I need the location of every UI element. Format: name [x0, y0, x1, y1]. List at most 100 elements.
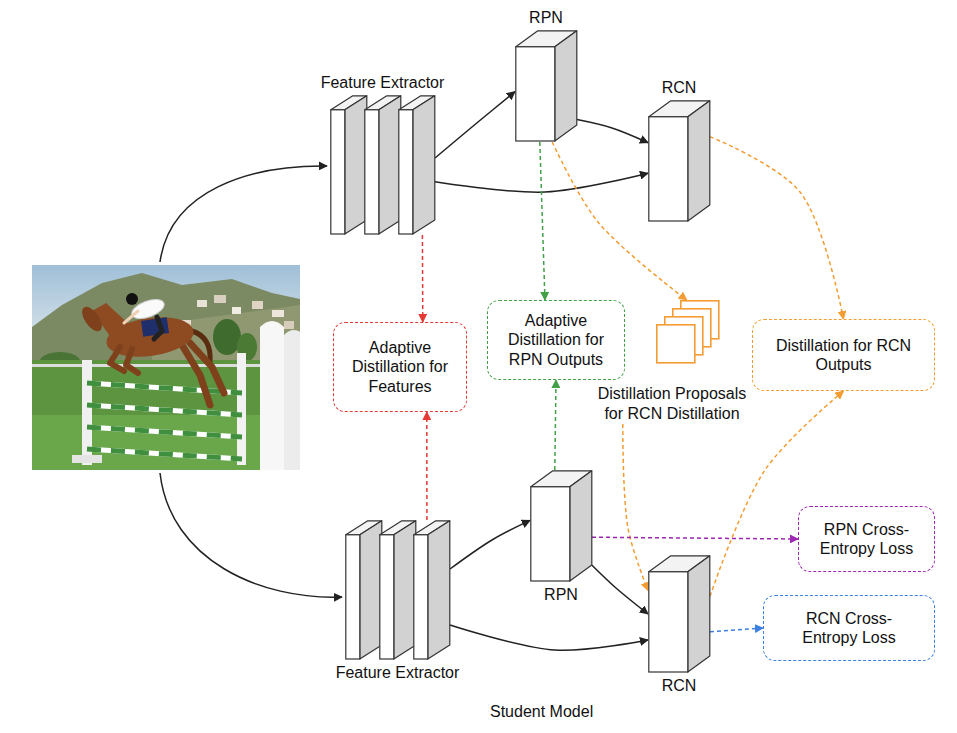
photo-tree	[213, 319, 241, 355]
photo-horse-head	[78, 304, 106, 335]
photo-house	[284, 321, 294, 329]
node-label: Feature Extractor	[321, 73, 445, 92]
block-side-face	[428, 521, 450, 659]
connector-arrow	[555, 380, 556, 470]
photo-house	[272, 310, 284, 317]
box-text: Adaptive Distillation for Features	[342, 338, 458, 396]
block-label: RCN	[662, 676, 697, 695]
photo-rider-leg	[154, 317, 162, 339]
node-label: Distillation Proposals for RCN Distillat…	[590, 384, 754, 424]
photo-illustration	[32, 265, 300, 470]
connector-arrow	[623, 424, 648, 590]
distillation-box: Adaptive Distillation for Features	[333, 322, 467, 412]
block-symbol	[530, 470, 592, 582]
node-label: Feature Extractor	[336, 663, 460, 682]
node-label: RCN	[662, 676, 697, 695]
photo-horse-leg	[110, 347, 124, 371]
connector-arrow	[577, 120, 648, 143]
node-label: RPN	[529, 8, 563, 27]
connector-arrow	[710, 628, 763, 632]
photo-grass	[32, 360, 300, 470]
proposal-square	[657, 325, 695, 363]
block-label: Feature Extractor	[321, 73, 445, 92]
photo-standard	[237, 353, 246, 465]
block-front-face	[365, 110, 379, 234]
block-front-face	[516, 47, 555, 141]
rpn-block: RPN	[530, 470, 592, 582]
distillation-box: Distillation for RCN Outputs	[752, 319, 935, 391]
feature-extractor: Feature Extractor	[330, 95, 435, 235]
distillation-box: Adaptive Distillation for RPN Outputs	[487, 300, 625, 380]
photo-house	[214, 295, 226, 303]
connector-arrow	[426, 412, 428, 520]
photo-rail	[87, 405, 242, 415]
connector-arrow	[435, 173, 648, 192]
proposal-stack-symbol	[656, 300, 720, 364]
connector-arrow	[450, 520, 530, 569]
block-front-face	[380, 535, 394, 659]
photo-grass	[32, 415, 300, 470]
loss-box: RCN Cross-Entropy Loss	[763, 595, 935, 661]
input-arrow	[160, 473, 342, 597]
block-front-face	[414, 535, 428, 659]
block-side-face	[345, 96, 367, 234]
connector-arrow	[540, 142, 545, 300]
box-text: RCN Cross-Entropy Loss	[784, 609, 914, 647]
photo-horse-leg	[126, 349, 138, 373]
connector-arrow	[592, 565, 648, 614]
node-label: RPN	[544, 585, 578, 604]
photo-rail	[87, 427, 242, 437]
block-label: RPN	[529, 8, 563, 27]
block-label: Feature Extractor	[336, 663, 460, 682]
block-side-face	[688, 556, 710, 672]
block-side-face	[360, 521, 382, 659]
block-symbol	[648, 100, 710, 222]
block-front-face	[331, 110, 345, 234]
block-side-face	[555, 31, 577, 141]
photo-saddle-pad	[141, 317, 169, 336]
rcn-block: RCN	[648, 555, 710, 673]
rpn-block: RPN	[515, 30, 577, 142]
photo-house	[252, 301, 263, 309]
photo-rail	[87, 449, 242, 459]
proposal-stack: Distillation Proposals for RCN Distillat…	[590, 300, 754, 424]
loss-box: RPN Cross-Entropy Loss	[798, 506, 935, 572]
connector-arrow	[592, 537, 798, 539]
photo-rail	[87, 427, 242, 437]
photo-wall	[284, 330, 300, 470]
connector-arrow	[450, 625, 648, 650]
photo-rail	[87, 405, 242, 415]
block-side-face	[570, 471, 592, 581]
block-side-face	[379, 96, 401, 234]
photo-fence	[32, 364, 300, 367]
block-side-face	[413, 96, 435, 234]
block-front-face	[399, 110, 413, 234]
photo-standard	[72, 455, 102, 463]
box-text: Distillation for RCN Outputs	[763, 336, 924, 374]
proposal-caption: Distillation Proposals for RCN Distillat…	[590, 384, 754, 424]
photo-rail	[87, 449, 242, 459]
block-side-face	[394, 521, 416, 659]
box-text: Adaptive Distillation for RPN Outputs	[496, 311, 616, 369]
photo-wall	[260, 321, 284, 470]
block-front-face	[649, 117, 688, 221]
block-symbol	[345, 520, 450, 660]
connector-arrow	[435, 92, 515, 158]
block-label: RPN	[544, 585, 578, 604]
input-arrow	[160, 166, 327, 262]
block-front-face	[531, 487, 570, 581]
feature-extractor: Feature Extractor	[345, 520, 450, 660]
connector-arrow	[422, 235, 424, 322]
rcn-block: RCN	[648, 100, 710, 222]
block-front-face	[346, 535, 360, 659]
photo-house	[197, 300, 207, 307]
block-label: RCN	[662, 78, 697, 97]
photo-house	[232, 307, 241, 314]
model-label: Student Model	[490, 702, 593, 721]
photo-rider-arm	[124, 311, 138, 323]
box-text: RPN Cross-Entropy Loss	[809, 520, 924, 558]
block-symbol	[648, 555, 710, 673]
block-front-face	[649, 572, 688, 672]
connector-arrow	[710, 137, 844, 319]
